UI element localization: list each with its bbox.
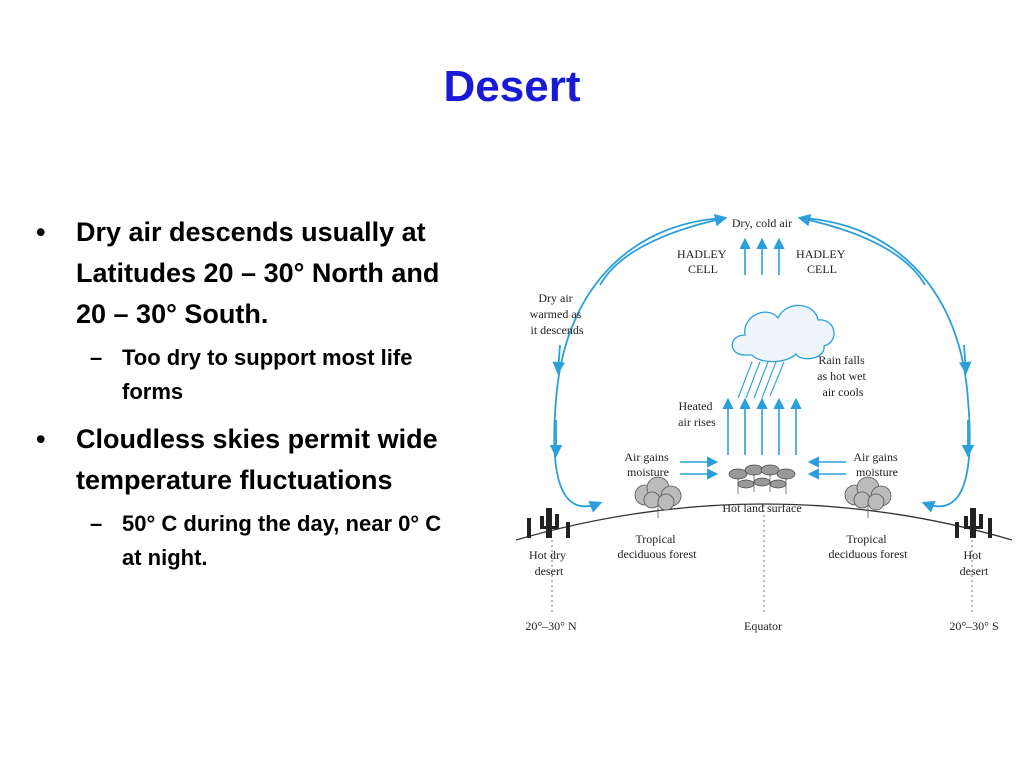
hadley-cell-right-label: HADLEY CELL [796,247,848,276]
descend-arrow-left-mid [552,344,566,375]
air-gains-left-label: Air gains moisture [624,450,671,479]
earth-surface-line [515,503,1013,541]
sub-bullet-marker: – [90,345,103,370]
rain-streaks [737,361,785,399]
equator-label: Equator [744,619,782,633]
top-air-label: Dry, cold air [732,216,792,230]
sub-bullet-marker: – [90,511,103,536]
hot-dry-desert-label: Hot dry desert [529,548,569,578]
heated-air-label: Heated air rises [678,399,716,429]
forest-left-icon [634,476,682,518]
cactus-right-icon [955,508,992,538]
lat-south-label: 20°–30° S [949,619,998,633]
bullet-item: • Cloudless skies permit wide temperatur… [36,419,466,575]
hot-land-label: Hot land surface [722,501,801,515]
hot-desert-label: Hot desert [960,548,989,578]
sub-bullet-item: – Too dry to support most life forms [76,341,466,409]
sub-bullet-list: – Too dry to support most life forms [76,341,466,409]
sub-bullet-text: Too dry to support most life forms [122,345,413,404]
forest-right-icon [844,476,892,518]
slide-title: Desert [443,62,581,111]
hadley-loop-left-upper [599,213,728,286]
bullet-item: • Dry air descends usually at Latitudes … [36,212,466,409]
rain-cloud [731,304,835,363]
cactus-left-icon [527,508,570,538]
bullet-list: • Dry air descends usually at Latitudes … [36,212,466,585]
hadley-loop-right-upper [797,213,926,286]
bullet-marker: • [36,424,46,454]
equator-trees-icon [728,464,796,494]
bullet-marker: • [36,217,46,247]
bullet-text: Cloudless skies permit wide temperature … [76,424,438,495]
rain-falls-label: Rain falls as hot wet air cools [817,353,869,399]
forest-right-label: Tropical deciduous forest [829,532,909,561]
sub-bullet-list: – 50° C during the day, near 0° C at nig… [76,507,466,575]
lat-north-label: 20°–30° N [525,619,577,633]
air-gains-right-label: Air gains moisture [853,450,900,479]
hadley-cell-diagram: Dry, cold air HADLEY CELL HADLEY CELL Dr… [515,213,1013,633]
descend-arrow-right-mid [958,344,972,375]
sub-bullet-item: – 50° C during the day, near 0° C at nig… [76,507,466,575]
sub-bullet-text: 50° C during the day, near 0° C at night… [122,511,442,570]
bullet-text: Dry air descends usually at Latitudes 20… [76,217,440,329]
dry-air-warmed-label: Dry air warmed as it descends [530,291,585,337]
hadley-cell-left-label: HADLEY CELL [677,247,729,276]
forest-left-label: Tropical deciduous forest [618,532,698,561]
